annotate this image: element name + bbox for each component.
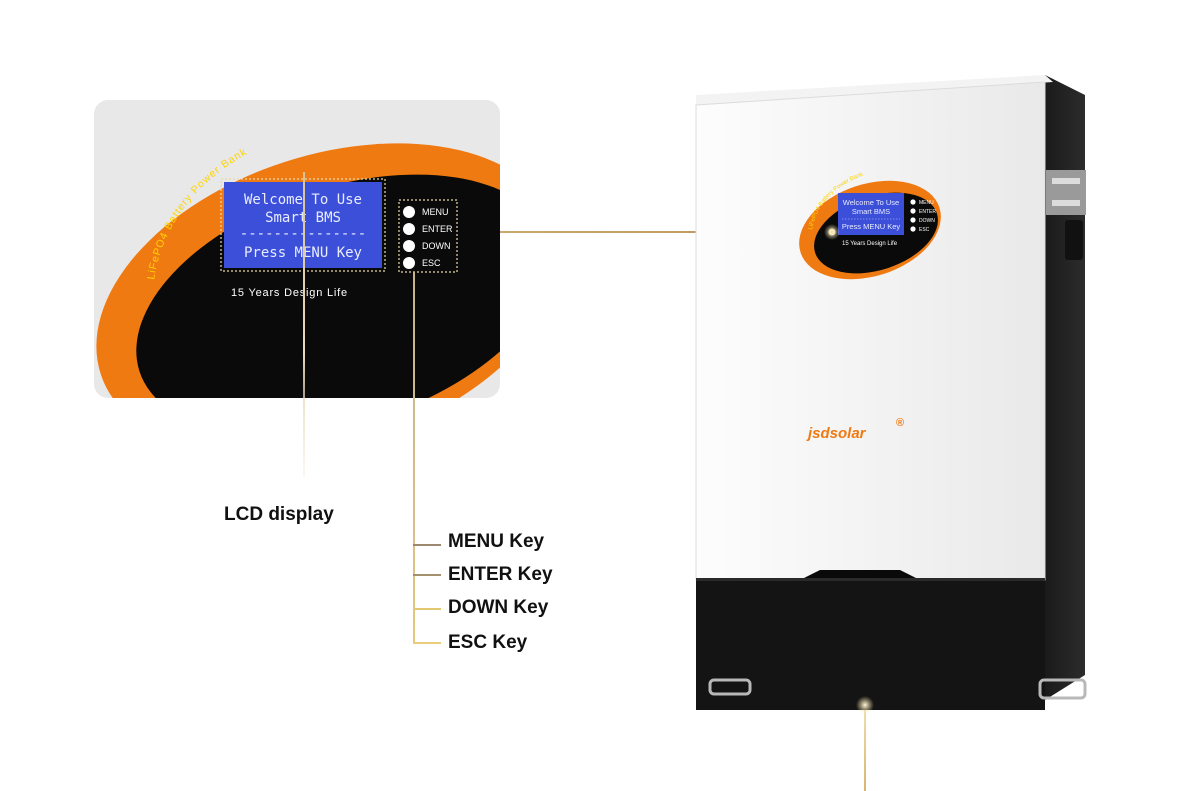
bottom-callout-line: [864, 705, 866, 791]
small-down-button[interactable]: [910, 217, 916, 223]
small-lcd-line-3: Press MENU Key: [842, 222, 901, 231]
top-edge: [696, 75, 1053, 105]
menu-key-callout: MENU Key: [448, 531, 545, 552]
small-design-life: 15 Years Design Life: [842, 241, 898, 247]
small-down-label: DOWN: [919, 218, 935, 224]
enter-key-label: ENTER: [422, 224, 453, 234]
small-esc-button[interactable]: [910, 226, 916, 232]
small-menu-button[interactable]: [910, 199, 916, 205]
esc-key-label: ESC: [422, 258, 441, 268]
bottom-seam: [696, 578, 1045, 581]
side-handle: [1065, 220, 1083, 260]
zoom-connector-line: [500, 231, 833, 233]
small-menu-label: MENU: [919, 200, 934, 206]
down-key-button[interactable]: [403, 240, 415, 252]
enter-key-callout: ENTER Key: [448, 564, 553, 585]
battery-product-illustration: LiFePO4 Battery Power Bank Welcome To Us…: [695, 75, 1087, 714]
menu-key-label: MENU: [422, 207, 449, 217]
side-panel: [1045, 75, 1085, 700]
esc-key-callout: ESC Key: [448, 632, 528, 653]
esc-key-button[interactable]: [403, 257, 415, 269]
registered-mark: ®: [896, 417, 904, 429]
bracket-bar-2: [1052, 200, 1080, 206]
down-key-callout: DOWN Key: [448, 597, 549, 618]
side-bracket: [1046, 170, 1086, 215]
small-lcd-line-1: Welcome To Use: [843, 198, 899, 207]
menu-key-tick: [413, 544, 441, 546]
bracket-bar: [1052, 178, 1080, 184]
esc-key-tick: [413, 642, 441, 644]
bottom-focus-glow: [856, 696, 874, 714]
design-life-text: 15 Years Design Life: [231, 287, 348, 299]
keys-highlight-frame: [398, 199, 458, 273]
small-lcd-screen: [838, 193, 904, 235]
focus-point: [828, 228, 836, 236]
small-esc-label: ESC: [919, 227, 930, 233]
front-panel: [695, 81, 1046, 581]
bottom-cover: [696, 580, 1045, 710]
keys-callout-line: [413, 272, 415, 644]
lcd-callout-line: [303, 172, 305, 477]
bottom-notch: [800, 570, 920, 580]
zoomed-control-panel: LiFePO4 Battery Power Bank Welcome To Us…: [94, 100, 500, 398]
small-lcd-line-2: Smart BMS: [852, 207, 890, 216]
lcd-display-label: LCD display: [224, 504, 334, 525]
menu-key-button[interactable]: [403, 206, 415, 218]
small-enter-button[interactable]: [910, 208, 916, 214]
zoomed-panel-illustration: LiFePO4 Battery Power Bank Welcome To Us…: [96, 143, 500, 398]
right-foot: [1038, 678, 1087, 700]
left-foot: [708, 678, 752, 696]
down-key-tick: [413, 608, 441, 610]
enter-key-button[interactable]: [403, 223, 415, 235]
down-key-label: DOWN: [422, 241, 451, 251]
enter-key-tick: [413, 574, 441, 576]
small-enter-label: ENTER: [919, 209, 936, 215]
brand-logo: jsdsolar: [806, 425, 867, 442]
